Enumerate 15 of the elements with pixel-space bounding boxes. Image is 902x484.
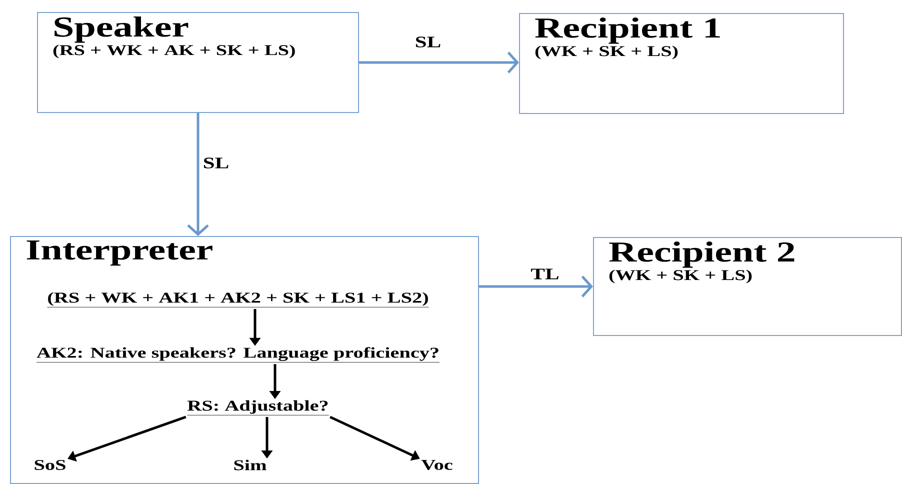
arrow (479, 276, 593, 298)
box: Speaker (RS + WK + AK + SK + LS) (37, 12, 359, 113)
text: AK2: Native speakers? Language proficiency? (36, 347, 440, 362)
edge-label: TL (531, 268, 558, 280)
arrow (359, 52, 519, 74)
edge-label: SL (204, 158, 228, 168)
text: RS: Adjustable? (186, 400, 330, 416)
box: Recipient 1 (WK + SK + LS) (519, 13, 844, 114)
box: Recipient 2 (WK + SK + LS) (593, 237, 902, 336)
text: Voc (421, 460, 452, 470)
text: (RS + WK + AK1 + AK2 + SK + LS1 + LS2) (46, 292, 430, 308)
text: SoS (34, 460, 66, 470)
arrow (187, 113, 209, 236)
text: Sim (234, 460, 266, 470)
edge-label: SL (416, 36, 440, 48)
